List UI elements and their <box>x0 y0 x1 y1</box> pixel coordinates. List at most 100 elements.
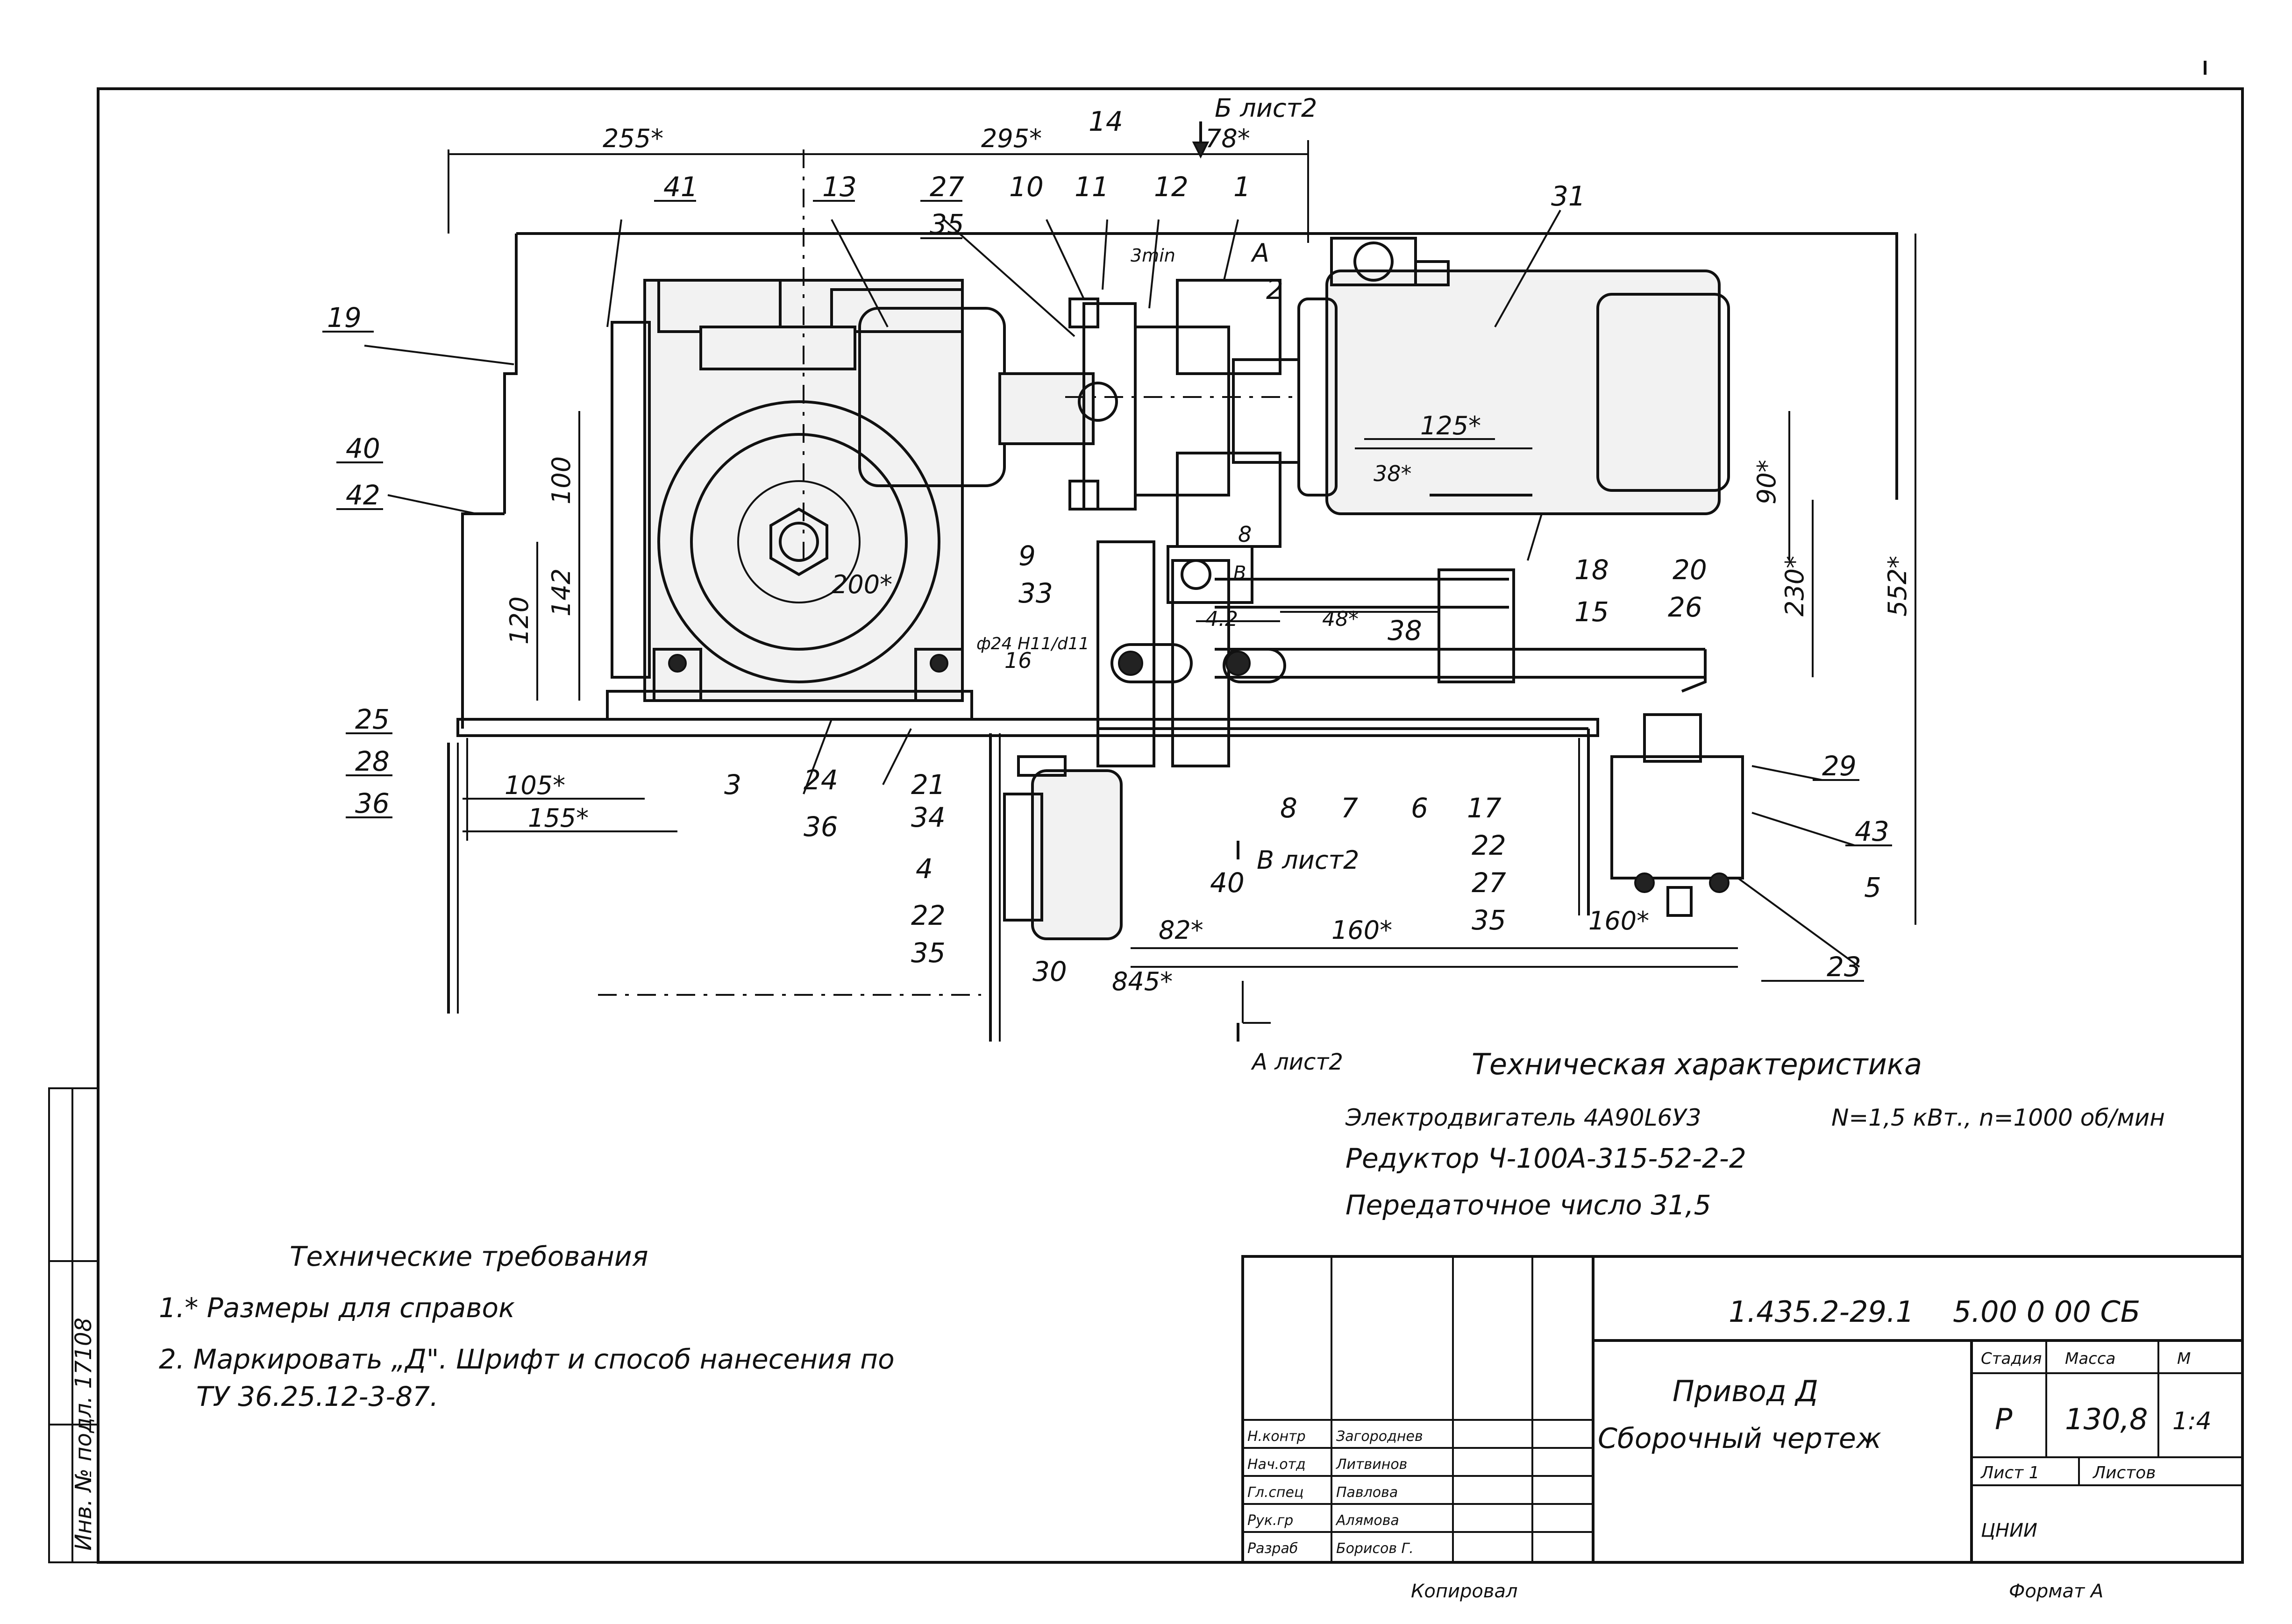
tech-req-title: Технические требования <box>290 1241 648 1272</box>
section-v-label: В <box>1233 562 1246 584</box>
dim-142: 142 <box>547 568 576 617</box>
worm-reducer <box>606 279 1006 721</box>
callout-16: 16 <box>1004 648 1032 673</box>
dim-38: 38* <box>1374 461 1412 486</box>
dim-295: 295* <box>981 124 1042 153</box>
role-4: Рук.гр <box>1247 1512 1293 1529</box>
callout-35-right: 35 <box>1472 904 1506 936</box>
guard-housing <box>503 232 1898 514</box>
callout-41: 41 <box>663 171 698 203</box>
tech-char-reducer: Редуктор Ч-100А-315-52-2-2 <box>1345 1142 1746 1174</box>
callout-2: 2 <box>1266 274 1283 305</box>
min-gap-label: 3min <box>1131 245 1175 266</box>
callout-18: 18 <box>1574 554 1609 586</box>
dim-160-left: 160* <box>1331 915 1392 945</box>
format-label: Формат А <box>2009 1581 2103 1602</box>
dim-4-2: 4.2 <box>1205 607 1238 631</box>
coupling-assembly <box>998 279 1300 548</box>
callout-27-right: 27 <box>1472 867 1506 899</box>
solenoid-30 <box>1003 755 1123 940</box>
callout-15: 15 <box>1574 596 1609 628</box>
side-stamp-text: Инв. № подл. 17108 <box>71 1318 97 1551</box>
callout-9: 9 <box>1018 540 1036 572</box>
leader-lines <box>364 210 1864 982</box>
dimension-values: 255* 295* 78* 125* 38* 90* 230* 552* 100… <box>505 124 1912 996</box>
scale-label: М <box>2177 1349 2191 1368</box>
callout-6: 6 <box>1411 792 1428 824</box>
stage-label: Стадия <box>1981 1349 2042 1368</box>
terminal-box-43 <box>1610 713 1744 917</box>
name-4: Алямова <box>1335 1512 1399 1529</box>
dim-90: 90* <box>1752 460 1781 504</box>
callout-7: 7 <box>1341 792 1358 824</box>
guard-support <box>461 512 505 729</box>
dim-160-right: 160* <box>1588 906 1649 936</box>
dim-120: 120 <box>505 596 534 645</box>
dim-78: 78* <box>1205 124 1250 153</box>
callout-31: 31 <box>1551 180 1586 212</box>
dim-100: 100 <box>547 456 576 504</box>
callout-10: 10 <box>1009 171 1044 203</box>
callout-22-left: 22 <box>911 900 946 931</box>
callout-24: 24 <box>804 764 838 796</box>
callout-5: 5 <box>1864 872 1881 903</box>
section-b-label: Б лист2 <box>1215 93 1317 123</box>
callout-20: 20 <box>1673 554 1707 586</box>
callout-28: 28 <box>355 745 390 777</box>
callout-23: 23 <box>1827 951 1861 983</box>
electric-motor <box>1297 237 1730 515</box>
tech-requirements: Технические требования 1.* Размеры для с… <box>159 1241 895 1412</box>
callout-40: 40 <box>346 433 380 464</box>
doc-code: 1.435.2-29.1 <box>1729 1295 1914 1329</box>
callout-30: 30 <box>1032 956 1067 987</box>
callout-22: 22 <box>1472 830 1506 861</box>
ref-a-label: А лист2 <box>1251 1049 1343 1075</box>
stage-value: Р <box>1995 1402 2013 1436</box>
callout-35: 35 <box>930 208 964 240</box>
tech-char-motor-params: N=1,5 кВт., n=1000 об/мин <box>1831 1104 2165 1131</box>
callout-26: 26 <box>1668 591 1702 623</box>
ref-v-label: В лист2 <box>1257 845 1359 875</box>
title-block: 1.435.2-29.1 5.00 0 00 СБ Привод Д Сборо… <box>1241 1255 2244 1564</box>
callout-42: 42 <box>346 479 380 511</box>
callout-25: 25 <box>355 703 390 735</box>
callout-17: 17 <box>1467 792 1502 824</box>
name-2: Литвинов <box>1336 1456 1407 1473</box>
callout-27: 27 <box>930 171 964 203</box>
dim-200: 200* <box>832 570 892 599</box>
section-a-label: А <box>1251 238 1269 268</box>
base-frame <box>447 718 1599 1042</box>
tech-char-ratio: Передаточное число 31,5 <box>1345 1189 1711 1221</box>
tech-char-title: Техническая характеристика <box>1472 1047 1922 1081</box>
dimension-lines <box>448 121 1916 1024</box>
callout-labels: 41 13 27 35 10 11 12 14 1 2 31 19 40 42 … <box>327 106 1889 987</box>
lever-linkage <box>1096 540 1707 915</box>
callout-12: 12 <box>1154 171 1189 203</box>
callout-14: 14 <box>1089 106 1123 137</box>
callout-1: 1 <box>1233 171 1251 203</box>
role-1: Н.контр <box>1247 1428 1306 1445</box>
callout-35-left: 35 <box>911 937 946 969</box>
name-5: Борисов Г. <box>1336 1540 1414 1557</box>
scale-value: 1:4 <box>2172 1407 2212 1435</box>
dim-230: 230* <box>1780 556 1809 617</box>
section-markers: Б лист2 А В В лист2 А лист2 3min ф24 Н11… <box>976 93 1359 1075</box>
dim-82: 82* <box>1159 915 1203 945</box>
sheets-label: Листов <box>2092 1463 2156 1482</box>
callout-11: 11 <box>1075 171 1109 203</box>
dim-845: 845* <box>1112 967 1173 996</box>
mass-label: Масса <box>2065 1349 2115 1368</box>
org-name: ЦНИИ <box>1981 1520 2037 1541</box>
callout-19: 19 <box>327 302 362 333</box>
callout-40-bottom: 40 <box>1210 867 1245 899</box>
dim-125: 125* <box>1420 411 1481 440</box>
copied-label: Копировал <box>1411 1581 1518 1602</box>
callout-underlines <box>322 200 1892 982</box>
dim-155: 155* <box>528 803 589 833</box>
name-3: Павлова <box>1336 1484 1398 1501</box>
doc-number: 5.00 0 00 СБ <box>1953 1295 2140 1329</box>
tech-characteristics: Техническая характеристика Электродвигат… <box>1345 1047 2165 1221</box>
callout-8-top: 8 <box>1238 522 1252 547</box>
tech-char-motor: Электродвигатель 4А90L6У3 <box>1345 1104 1701 1131</box>
